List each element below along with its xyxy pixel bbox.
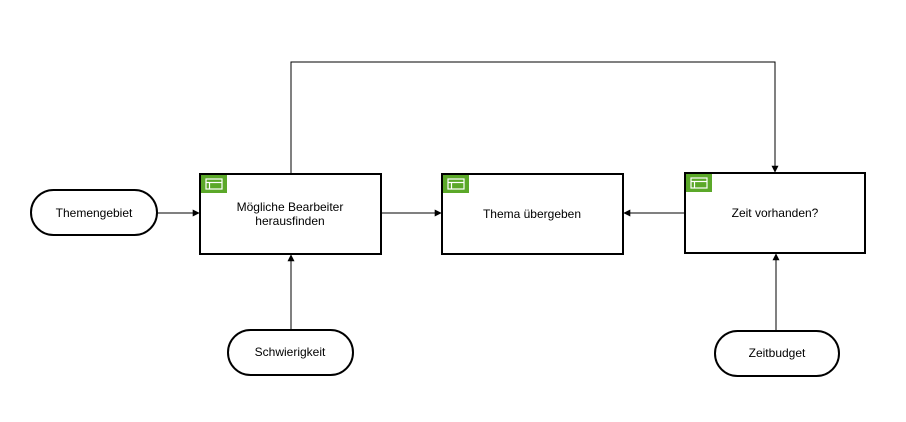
node-zeitbudget[interactable]: Zeitbudget — [714, 330, 840, 377]
node-thema[interactable]: Thema übergeben — [441, 173, 624, 255]
node-zeit-label: Zeit vorhanden? — [732, 206, 819, 220]
arrow-bearbeiter-to-zeit — [290, 61, 779, 174]
node-bearbeiter-label-line1: Mögliche Bearbeiter — [237, 200, 344, 214]
node-bearbeiter[interactable]: Mögliche Bearbeiter herausfinden — [199, 173, 382, 255]
node-themengebiet-label: Themengebiet — [56, 206, 133, 220]
node-themengebiet[interactable]: Themengebiet — [30, 189, 158, 236]
node-schwierigkeit-label: Schwierigkeit — [255, 345, 326, 359]
node-schwierigkeit[interactable]: Schwierigkeit — [227, 329, 354, 376]
node-thema-label: Thema übergeben — [483, 207, 581, 221]
node-bearbeiter-label-line2: herausfinden — [255, 214, 324, 228]
table-icon — [686, 174, 712, 192]
table-icon — [443, 175, 469, 193]
node-zeitbudget-label: Zeitbudget — [749, 346, 806, 360]
node-zeit[interactable]: Zeit vorhanden? — [684, 172, 866, 254]
table-icon — [201, 175, 227, 193]
